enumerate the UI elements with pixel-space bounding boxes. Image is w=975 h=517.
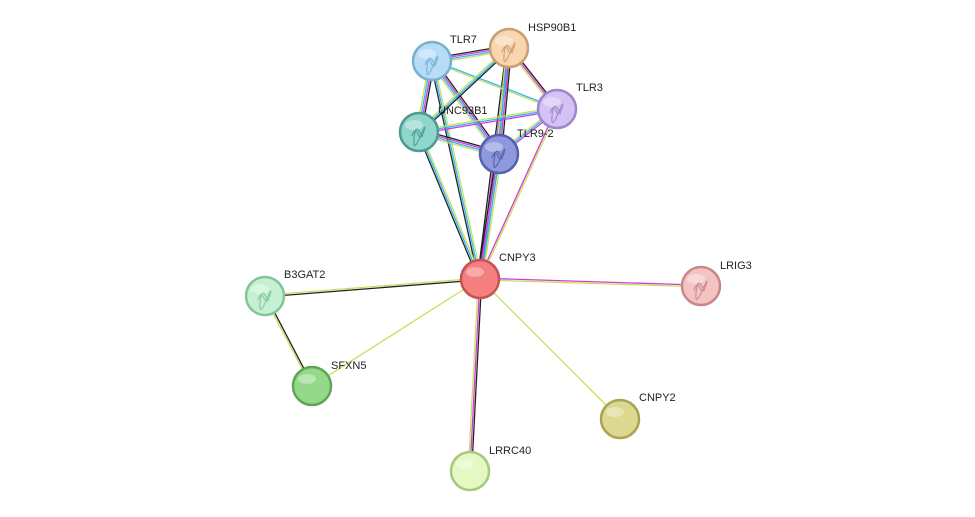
node-lrrc40[interactable]: LRRC40 <box>449 445 531 492</box>
edge-line <box>478 153 499 279</box>
edge-tlr3-unc93b1[interactable] <box>418 106 558 135</box>
edge-line <box>432 59 558 109</box>
edge-line <box>418 108 558 133</box>
node-highlight <box>418 49 436 59</box>
node-sfxn5[interactable]: SFXN5 <box>291 360 366 407</box>
node-highlight <box>485 142 503 152</box>
node-label: SFXN5 <box>331 360 366 372</box>
node-label: TLR7 <box>450 34 477 46</box>
node-label: TLR3 <box>576 82 603 94</box>
protein-structure-icon <box>693 280 708 301</box>
node-highlight <box>606 407 624 417</box>
edge-line <box>419 131 483 279</box>
node-highlight <box>456 459 474 469</box>
edge-line <box>481 154 503 280</box>
edge-line <box>479 279 701 288</box>
edge-cnpy3-lrig3[interactable] <box>479 277 702 288</box>
protein-structure-icon <box>549 103 564 124</box>
edge-line <box>480 277 702 286</box>
edge-cnpy3-cnpy2[interactable] <box>479 278 621 420</box>
edge-line <box>416 132 480 280</box>
edge-cnpy3-tlr3[interactable] <box>478 108 559 280</box>
edge-line <box>417 46 509 132</box>
node-circle <box>599 398 641 440</box>
edge-line <box>429 61 479 280</box>
edge-line <box>469 278 481 472</box>
node-label: TLR9-2 <box>517 128 554 140</box>
node-tlr7[interactable]: TLR7 <box>411 34 477 82</box>
node-lrig3[interactable]: LRIG3 <box>680 260 752 307</box>
edge-line <box>479 278 621 420</box>
edge-line <box>419 110 558 135</box>
edge-cnpy3-tlr9-2[interactable] <box>476 153 503 280</box>
node-highlight <box>495 36 513 46</box>
node-cnpy2[interactable]: CNPY2 <box>599 392 676 440</box>
edge-hsp90b1-unc93b1[interactable] <box>417 46 511 134</box>
edge-line <box>418 131 481 280</box>
node-highlight <box>466 267 484 277</box>
node-highlight <box>687 274 705 284</box>
edge-line <box>480 154 501 280</box>
node-unc93b1[interactable]: UNC93B1 <box>398 105 488 153</box>
node-hsp90b1[interactable]: HSP90B1 <box>488 22 576 69</box>
node-label: CNPY2 <box>639 392 676 404</box>
node-label: LRIG3 <box>720 260 752 272</box>
edge-tlr7-tlr3[interactable] <box>431 59 558 111</box>
edge-line <box>418 106 557 131</box>
edge-cnpy3-b3gat2[interactable] <box>264 277 481 298</box>
edge-cnpy3-tlr7[interactable] <box>429 60 483 280</box>
node-highlight <box>298 374 316 384</box>
node-label: HSP90B1 <box>528 22 576 34</box>
nodes-layer: CNPY3 TLR7 HSP90B1TLR3UNC93B1TLR9-2B3GAT2S… <box>244 22 752 492</box>
edge-cnpy3-sfxn5[interactable] <box>311 278 481 387</box>
node-circle <box>449 450 491 492</box>
edge-line <box>264 277 480 296</box>
protein-structure-icon <box>411 126 426 147</box>
node-highlight <box>543 97 561 107</box>
edge-line <box>480 109 559 280</box>
edge-cnpy3-lrrc40[interactable] <box>467 278 483 472</box>
edge-line <box>265 279 481 298</box>
edge-line <box>467 278 479 471</box>
node-label: UNC93B1 <box>438 105 488 117</box>
protein-structure-icon <box>424 55 439 76</box>
edge-line <box>419 48 511 134</box>
node-circle <box>459 258 501 300</box>
edge-line <box>431 60 481 280</box>
edge-line <box>431 61 557 111</box>
node-label: LRRC40 <box>489 445 531 457</box>
protein-structure-icon <box>501 42 516 63</box>
edge-line <box>478 108 557 279</box>
edge-line <box>433 60 483 279</box>
edge-line <box>471 279 483 472</box>
node-b3gat2[interactable]: B3GAT2 <box>244 269 325 317</box>
protein-structure-icon <box>257 290 272 311</box>
edge-line <box>418 47 510 133</box>
node-cnpy3[interactable]: CNPY3 <box>459 252 536 300</box>
protein-structure-icon <box>491 148 506 169</box>
node-label: CNPY3 <box>499 252 536 264</box>
node-circle <box>291 365 333 407</box>
node-highlight <box>405 120 423 130</box>
node-label: B3GAT2 <box>284 269 325 281</box>
edge-line <box>476 153 498 279</box>
edge-line <box>311 278 481 387</box>
node-tlr3[interactable]: TLR3 <box>536 82 603 130</box>
node-tlr9-2[interactable]: TLR9-2 <box>478 128 554 175</box>
node-highlight <box>251 284 269 294</box>
edge-cnpy3-unc93b1[interactable] <box>416 131 483 280</box>
